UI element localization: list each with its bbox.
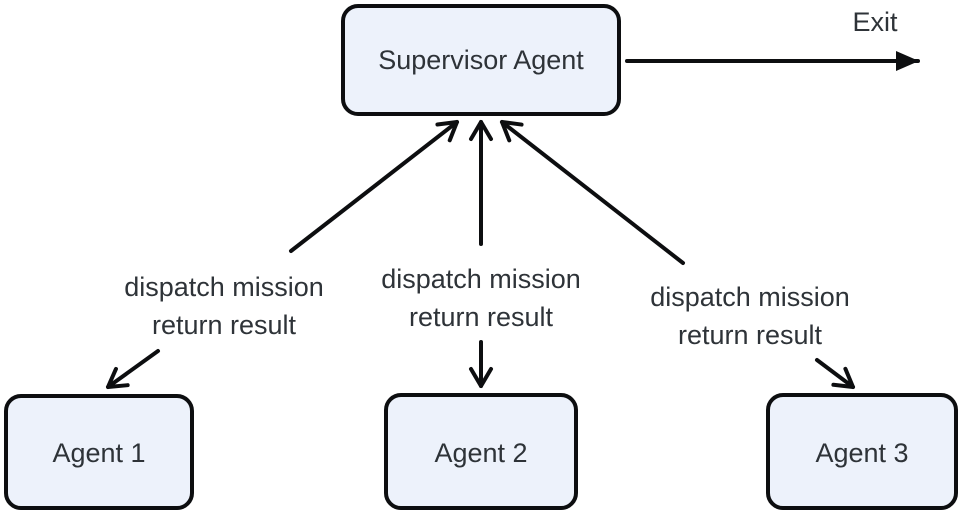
agent1-node-box [4, 394, 194, 510]
agent2-edge-label-line2: return result [409, 302, 554, 332]
supervisor-node-box [341, 4, 621, 116]
agent2-edge-label-line1: dispatch mission [381, 264, 581, 294]
agent3-node-box [766, 393, 958, 510]
agent1-to-supervisor-arrow [289, 120, 459, 253]
node-agent2: Agent 2 [384, 393, 578, 510]
agent1-edge-label-line2: return result [152, 310, 297, 340]
supervisor-to-agent1-arrow [106, 349, 160, 389]
agent1-edge-label-line1: dispatch mission [124, 272, 324, 302]
node-agent3: Agent 3 [766, 393, 958, 510]
agent2-node-label: Agent 2 [434, 438, 527, 468]
supervisor-node-label: Supervisor Agent [378, 45, 584, 75]
agent3-to-supervisor-arrow [500, 120, 685, 265]
edge-agent2: dispatch mission return result [381, 120, 581, 388]
agent3-edge-label-line2: return result [678, 320, 823, 350]
edge-exit: Exit [625, 7, 920, 71]
node-agent1: Agent 1 [4, 394, 194, 510]
agent3-edge-label-line1: dispatch mission [650, 282, 850, 312]
node-supervisor: Supervisor Agent [341, 4, 621, 116]
agent3-node-label: Agent 3 [815, 438, 908, 468]
edge-agent3: dispatch mission return result [500, 120, 855, 390]
agent2-node-box [384, 393, 578, 510]
supervisor-to-agent3-arrow [815, 358, 855, 390]
exit-edge-label: Exit [852, 7, 898, 37]
edge-agent1: dispatch mission return result [106, 120, 459, 389]
agent1-node-label: Agent 1 [52, 438, 145, 468]
